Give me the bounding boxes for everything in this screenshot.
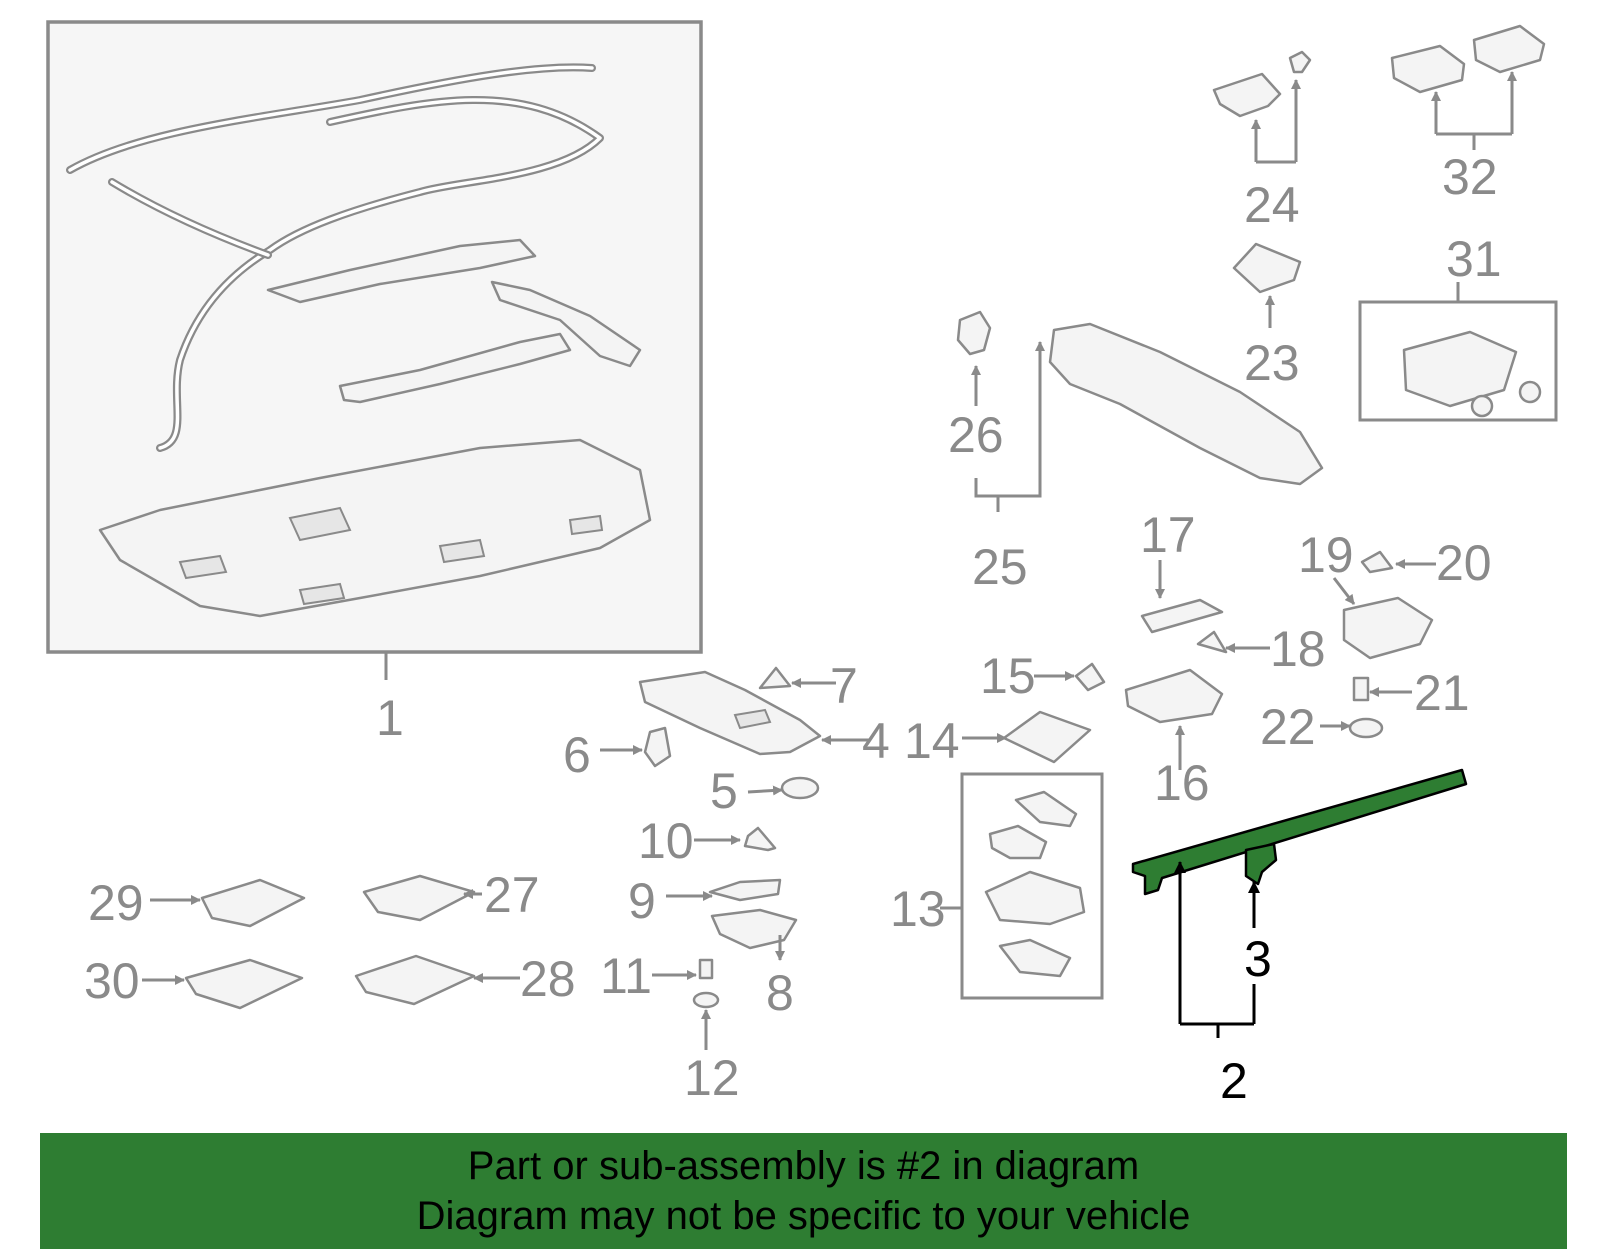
grip-cover-illustration-23 <box>1232 242 1302 294</box>
callout-26: 26 <box>948 407 1004 463</box>
callout-30: 30 <box>84 953 140 1009</box>
console-switch-group: 31 32 <box>1358 24 1558 422</box>
callout-31: 31 <box>1446 231 1502 287</box>
clip-illustration-20 <box>1360 550 1394 574</box>
grip-clip-illustration-26 <box>956 310 992 356</box>
lamp-housing-illustration-19 <box>1342 596 1434 660</box>
callout-19: 19 <box>1298 527 1354 583</box>
visor-plug-illustration <box>780 776 820 800</box>
callout-15: 15 <box>980 648 1036 704</box>
lamp-unit-illustration-30 <box>184 958 304 1010</box>
callout-1: 1 <box>376 690 404 746</box>
callout-18: 18 <box>1270 621 1326 677</box>
highlighted-rail-illustration[interactable] <box>1131 768 1468 896</box>
callout-12: 12 <box>684 1050 740 1106</box>
lamp-unit-illustration-29 <box>200 878 306 928</box>
assist-grip-group: 23 24 25 26 <box>948 50 1324 595</box>
screw-illustration-21 <box>1352 676 1370 702</box>
highlighted-bracket-illustration[interactable] <box>1244 842 1278 886</box>
sun-visor-group: 4 5 6 7 <box>563 658 890 819</box>
headliner-panel-illustration <box>98 438 652 618</box>
lamp-unit-illustration-28 <box>354 954 476 1006</box>
callout-16: 16 <box>1154 755 1210 811</box>
lamp-housing-illustration <box>710 908 798 950</box>
callout-17: 17 <box>1140 507 1196 563</box>
callout-6: 6 <box>563 727 591 783</box>
callout-14: 14 <box>904 713 960 769</box>
lamp-lens-illustration <box>743 826 777 852</box>
banner-line-2: Diagram may not be specific to your vehi… <box>416 1194 1191 1238</box>
callout-3: 3 <box>1244 931 1272 987</box>
lamp-screw-illustration <box>698 958 714 980</box>
bezel-illustration-32b <box>1472 24 1546 74</box>
callout-2: 2 <box>1220 1053 1248 1109</box>
assist-grip-illustration <box>1048 322 1324 486</box>
banner-line-1: Part or sub-assembly is #2 in diagram <box>467 1144 1140 1188</box>
wire-harness-illustration <box>66 63 604 452</box>
lamp-unit-illustration-27 <box>362 874 476 922</box>
callout-28: 28 <box>520 951 576 1007</box>
callout-22: 22 <box>1260 699 1316 755</box>
callout-7: 7 <box>830 658 858 714</box>
callout-23: 23 <box>1244 335 1300 391</box>
console-lamp-group: 27 28 29 30 <box>84 867 576 1010</box>
lamp-base-illustration <box>1002 710 1092 764</box>
highlighted-assembly-group: 2 3 <box>1131 768 1468 1109</box>
clip-illustration-18 <box>1196 630 1228 654</box>
grip-cap-illustration-24 <box>1212 72 1282 118</box>
lamp-cap-illustration-17 <box>1140 598 1224 634</box>
callout-5: 5 <box>710 763 738 819</box>
bezel-illustration-32a <box>1390 44 1466 94</box>
visor-clip-illustration <box>758 666 792 690</box>
lamp-cover-illustration <box>708 878 782 902</box>
console-assembly-box <box>960 772 1104 1000</box>
console-assembly-group: 13 <box>890 772 1104 1000</box>
grip-bolt-illustration-24 <box>1288 50 1312 74</box>
callout-21: 21 <box>1414 665 1470 721</box>
info-banner: Part or sub-assembly is #2 in diagram Di… <box>40 1133 1567 1249</box>
callout-24: 24 <box>1244 177 1300 233</box>
clip-illustration-15 <box>1074 662 1106 692</box>
headliner-bracket-illustrations <box>266 238 642 404</box>
visor-holder-illustration <box>643 726 672 768</box>
lamp-lens-illustration-16 <box>1124 668 1224 724</box>
callout-10: 10 <box>638 813 694 869</box>
vanity-lamp-group: 19 20 21 22 <box>1260 527 1492 755</box>
sun-visor-illustration <box>638 670 822 756</box>
callout-9: 9 <box>628 873 656 929</box>
headliner-assembly-group: 1 <box>46 20 703 746</box>
callout-11: 11 <box>600 948 652 1004</box>
dome-lamp-group: 14 15 16 17 18 <box>904 507 1326 811</box>
callout-20: 20 <box>1436 535 1492 591</box>
callout-29: 29 <box>88 875 144 931</box>
callout-32: 32 <box>1442 149 1498 205</box>
lamp-clip-illustration <box>692 991 720 1009</box>
clip-illustration-22 <box>1348 717 1384 739</box>
callout-27: 27 <box>484 867 540 923</box>
callout-13: 13 <box>890 881 946 937</box>
callout-8: 8 <box>766 965 794 1021</box>
callout-4: 4 <box>862 713 890 769</box>
map-lamp-group: 8 9 10 11 12 <box>600 813 798 1106</box>
callout-25: 25 <box>972 539 1028 595</box>
